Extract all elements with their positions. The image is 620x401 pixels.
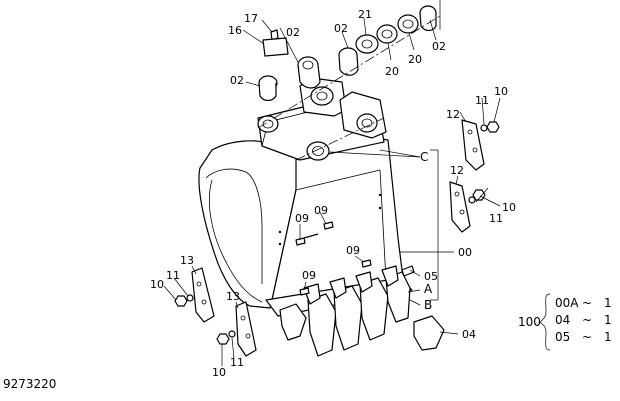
tooth <box>333 285 363 351</box>
legend-part: 00A <box>555 296 579 310</box>
legend-tilde: ~ <box>582 313 592 327</box>
callout-02: 02 <box>286 26 300 39</box>
legend-brace <box>539 293 551 351</box>
legend-part: 04 <box>555 313 570 327</box>
callout-05: 05 <box>424 270 438 283</box>
bolt-17 <box>270 29 279 41</box>
bolt-09 <box>295 233 319 246</box>
callout-10: 10 <box>212 366 226 379</box>
legend-group-number: 100 <box>518 315 541 329</box>
callout-00: 00 <box>458 246 472 259</box>
callout-02: 02 <box>334 22 348 35</box>
callout-12: 12 <box>446 108 460 121</box>
callout-C: C <box>420 150 428 164</box>
callout-labels: 17 16 02 02 21 02 20 20 02 12 11 10 C 12… <box>150 8 516 379</box>
legend-qty: 1 <box>604 296 612 310</box>
washer-11 <box>468 196 476 204</box>
callout-02: 02 <box>432 40 446 53</box>
legend-row: 04 ~ 1 <box>555 313 612 327</box>
bolt-09 <box>299 287 310 296</box>
tooth-04-part <box>413 315 445 351</box>
side-cutter-13-lower <box>235 301 257 357</box>
callout-09: 09 <box>295 212 309 225</box>
washer-11 <box>186 294 194 302</box>
callout-12: 12 <box>450 164 464 177</box>
side-cutter-13-upper <box>191 267 215 323</box>
callout-09: 09 <box>302 269 316 282</box>
plate-16 <box>262 37 289 57</box>
callout-02: 02 <box>230 74 244 87</box>
bushing-02 <box>258 75 278 102</box>
nut-10 <box>472 189 486 201</box>
shim-20 <box>397 14 419 34</box>
callout-21: 21 <box>358 8 372 21</box>
callout-10: 10 <box>502 201 516 214</box>
tooth <box>359 277 389 341</box>
callout-10: 10 <box>494 85 508 98</box>
callout-09: 09 <box>346 244 360 257</box>
legend-qty: 1 <box>604 330 612 344</box>
callout-17: 17 <box>244 12 258 25</box>
quantity-legend: 100 00A ~ 1 04 ~ 1 05 ~ 1 <box>518 293 612 351</box>
legend-qty: 1 <box>604 313 612 327</box>
callout-13: 13 <box>226 290 240 303</box>
nut-10 <box>486 121 500 133</box>
callout-B: B <box>424 298 432 312</box>
adapter <box>355 271 373 293</box>
boss-ring <box>306 141 330 161</box>
legend-row: 05 ~ 1 <box>555 330 612 344</box>
adapter <box>329 277 347 299</box>
centerline <box>295 117 385 161</box>
drawing-part-number: 9273220 <box>3 377 56 391</box>
side-cutter-12-upper <box>461 119 485 171</box>
callout-11: 11 <box>489 212 503 225</box>
bolt-09 <box>361 259 372 268</box>
legend-tilde: ~ <box>582 330 592 344</box>
callout-20: 20 <box>385 65 399 78</box>
shim-20 <box>376 24 398 44</box>
bushing-02 <box>338 47 359 76</box>
callout-11: 11 <box>230 356 244 369</box>
legend-tilde: ~ <box>582 296 592 310</box>
callout-13: 13 <box>180 254 194 267</box>
adapter <box>381 265 399 287</box>
legend-part: 05 <box>555 330 570 344</box>
leader-lines <box>163 0 501 366</box>
tooth <box>279 303 307 341</box>
callout-11: 11 <box>166 269 180 282</box>
callout-20: 20 <box>408 53 422 66</box>
nut-10 <box>174 295 188 307</box>
seal-21 <box>355 34 379 54</box>
washer-11 <box>480 124 488 132</box>
callout-16: 16 <box>228 24 242 37</box>
callout-11: 11 <box>475 94 489 107</box>
bushing-02 <box>297 56 321 89</box>
callout-10: 10 <box>150 278 164 291</box>
tooth <box>307 293 337 357</box>
callout-09: 09 <box>314 204 328 217</box>
boss-ring <box>257 115 279 133</box>
tooth <box>385 271 411 323</box>
legend-row: 00A ~ 1 <box>555 296 612 310</box>
callout-04: 04 <box>462 328 476 341</box>
nut-10 <box>216 333 230 345</box>
washer-11 <box>228 330 236 338</box>
callout-A: A <box>424 282 433 296</box>
side-cutter-12-lower <box>449 181 471 233</box>
tooth-row <box>279 265 411 357</box>
